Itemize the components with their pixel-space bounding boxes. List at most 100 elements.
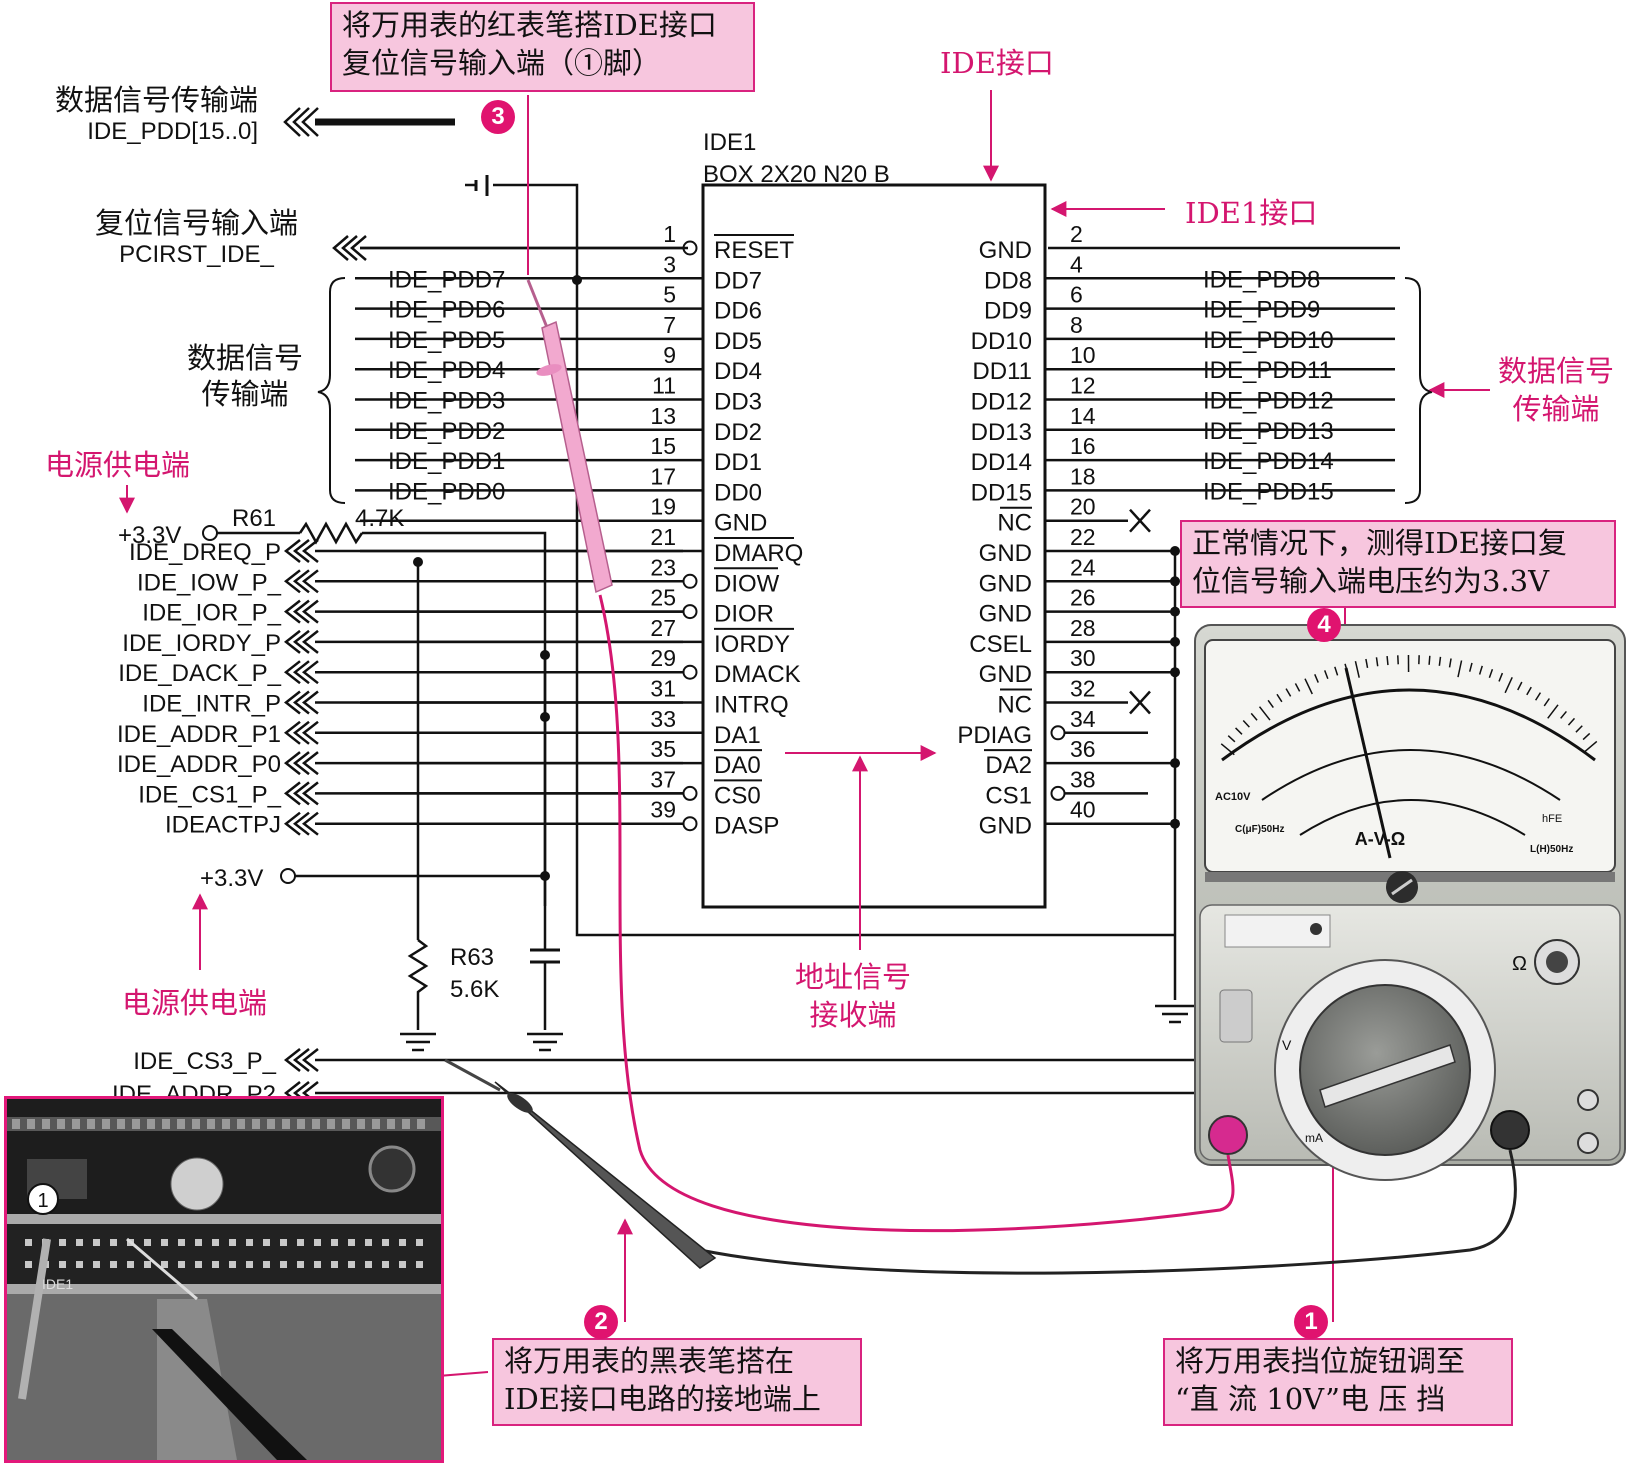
label-line: 数据信号传输端 [55, 83, 259, 117]
no-connect-icon [1129, 508, 1151, 533]
aux-jack[interactable] [1577, 1089, 1599, 1111]
address-label: 地址信号 接收端 [795, 958, 911, 1034]
chevron-icon [283, 751, 301, 776]
junction-dot [1170, 546, 1180, 556]
red-probe-wire [598, 594, 1235, 1233]
aux-jack[interactable] [1577, 1132, 1599, 1154]
pin-number: 10 [1070, 342, 1096, 368]
pin-name: DD7 [714, 267, 762, 294]
label-line: PCIRST_IDE_ [119, 241, 274, 268]
scale-tick [1543, 698, 1550, 707]
net-label: IDE_PDD3 [388, 388, 505, 415]
chevron-icon [292, 690, 310, 715]
connector-pin [195, 1261, 202, 1268]
pin-name: CS0 [714, 782, 761, 809]
pin-name: GND [979, 661, 1032, 688]
left-brace-icon [317, 277, 346, 504]
callout-black-probe: 将万用表的黑表笔搭在 IDE接口电路的接地端上 [492, 1338, 862, 1426]
net-label: IDE_PDD7 [388, 266, 505, 293]
connector-pin [246, 1261, 253, 1268]
pin-number: 39 [650, 797, 676, 823]
pin-name: DMACK [714, 661, 801, 688]
left-pin-group: 1RESET3DD7IDE_PDD75DD6IDE_PDD67DD5IDE_PD… [355, 221, 803, 840]
connector-pin [399, 1261, 406, 1268]
pin-name: GND [979, 237, 1032, 264]
pin-name: DD14 [971, 449, 1032, 476]
pin-number: 5 [663, 282, 676, 308]
signal-label: IDE_CS3_P_ [133, 1048, 276, 1075]
pin-number: 17 [650, 463, 676, 489]
chevron-icon [292, 539, 310, 563]
connector-pin [348, 1239, 355, 1246]
inversion-bubble-icon [682, 664, 698, 680]
scale-tick [1314, 673, 1319, 683]
net-label: IDE_PDD12 [1203, 388, 1334, 415]
meter-ticks [1220, 655, 1598, 756]
callout-line: “直 流 10V”电 压 挡 [1175, 1382, 1446, 1416]
meter-ma-label: mA [1305, 1131, 1323, 1145]
connector-pin [110, 1261, 117, 1268]
pin-name: NC [997, 510, 1032, 537]
pin-name: CSEL [969, 631, 1032, 658]
pin-name: DD6 [714, 298, 762, 325]
black-probe-wire [699, 1149, 1517, 1275]
connector-pin [365, 1239, 372, 1246]
pin-name: DIOW [714, 570, 780, 597]
meter-scale-arc [1299, 799, 1526, 836]
scale-tick [1294, 683, 1301, 692]
connector-pin [76, 1239, 83, 1246]
pin-number: 12 [1070, 373, 1096, 399]
callout-normal-voltage: 正常情况下，测得IDE接口复 位信号输入端电压约为3.3V [1180, 520, 1616, 608]
scale-tick [1468, 662, 1473, 672]
pin-name: IORDY [714, 631, 790, 658]
pin-number: 16 [1070, 433, 1096, 459]
pin-name: DD1 [714, 449, 762, 476]
chevron-icon [283, 690, 301, 715]
pin-number: 7 [663, 312, 676, 338]
callout-line: IDE接口电路的接地端上 [504, 1382, 821, 1416]
r61-out-wire [362, 531, 547, 906]
connector-pin [93, 1239, 100, 1246]
connector-pin [144, 1239, 151, 1246]
connector-pin [59, 1261, 66, 1268]
scale-tick [1304, 678, 1313, 695]
pin-number: 4 [1070, 251, 1083, 277]
signal-label: IDE_CS1_P_ [138, 781, 281, 808]
step-3-marker: 3 [481, 100, 515, 134]
net-label: IDE_PDD0 [388, 478, 505, 505]
scale-tick [1438, 656, 1442, 666]
board-photo: 1 IDE1 [4, 1096, 444, 1463]
callout-line: 将万用表的红表笔搭IDE接口 [342, 8, 717, 42]
black-jack[interactable] [1490, 1110, 1530, 1150]
pin-name: DD13 [971, 419, 1032, 446]
vcc-top-label: +3.3V [118, 522, 181, 549]
signal-label: IDE_IOR_P_ [142, 600, 281, 627]
signal-label: IDE_INTR_P [142, 691, 281, 718]
connector-pin [263, 1261, 270, 1268]
signal-label: IDE_ADDR_P0 [117, 751, 281, 778]
red-jack[interactable] [1208, 1115, 1248, 1155]
connector-pin [246, 1239, 253, 1246]
signal-label: IDE_ADDR_P1 [117, 721, 281, 748]
vcc-bottom-label: +3.3V [200, 865, 263, 892]
pin-name: DA2 [985, 752, 1032, 779]
scale-tick [1375, 657, 1379, 667]
pin-name: NC [997, 692, 1032, 719]
chip-part: BOX 2X20 N20 B [703, 161, 890, 188]
scale-tick [1582, 732, 1591, 741]
pin-number: 23 [650, 554, 676, 580]
connector-pin [76, 1261, 83, 1268]
connector-pin [399, 1239, 406, 1246]
ide1-interface-label: IDE1接口 [1185, 196, 1318, 230]
meter-ind-label: L(H)50Hz [1530, 844, 1573, 855]
scale-tick [1386, 656, 1389, 666]
connector-pin [331, 1261, 338, 1268]
chevron-icon [283, 720, 301, 745]
connector-pin [297, 1239, 304, 1246]
net-label: IDE_PDD14 [1203, 448, 1334, 475]
chevron-icon [292, 599, 310, 624]
scale-tick [1285, 688, 1292, 697]
chevron-icon [283, 599, 301, 624]
pin-number: 1 [663, 221, 676, 247]
